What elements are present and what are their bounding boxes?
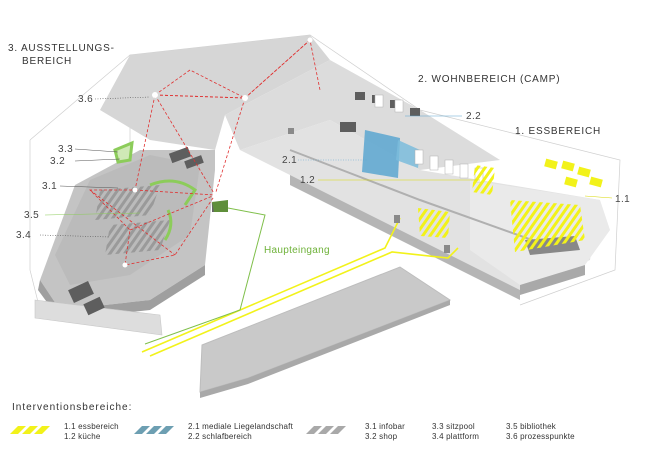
yellow-access-paths bbox=[141, 217, 459, 357]
legend-item-2-1: 2.1 mediale Liegelandschaft bbox=[188, 422, 294, 431]
entrance-markers bbox=[288, 128, 450, 253]
legend-item-3-6: 3.6 prozesspunkte bbox=[506, 432, 575, 441]
legend-item-3-1: 3.1 infobar bbox=[365, 422, 406, 431]
marker-2-1: 2.1 bbox=[282, 155, 298, 166]
legend-item-3-5: 3.5 bibliothek bbox=[506, 422, 556, 431]
marker-3-3: 3.3 bbox=[58, 144, 74, 155]
exhibition-wing-side bbox=[38, 265, 205, 320]
marker-2-2: 2.2 bbox=[466, 111, 482, 122]
green-intervention-zones bbox=[113, 140, 198, 241]
marker-3-5: 3.5 bbox=[24, 210, 40, 221]
legend-swatch-gray bbox=[306, 426, 346, 434]
legend-item-3-4: 3.4 plattform bbox=[432, 432, 480, 441]
leader-lines bbox=[39, 96, 613, 238]
legend-item-2-2: 2.2 schlafbereich bbox=[188, 432, 252, 441]
area-title-ausstellung-1: 3. AUSSTELLUNGS- bbox=[8, 43, 115, 54]
blue-intervention-zones bbox=[362, 94, 484, 183]
marker-3-2: 3.2 bbox=[50, 156, 66, 167]
yellow-intervention-zones bbox=[418, 158, 603, 252]
area-title-essbereich: 1. ESSBEREICH bbox=[515, 126, 601, 137]
legend-item-3-2: 3.2 shop bbox=[365, 432, 398, 441]
marker-3-6: 3.6 bbox=[78, 94, 94, 105]
legend-swatch-blue bbox=[134, 426, 174, 434]
process-point-markers bbox=[122, 37, 313, 268]
legend-item-1-1: 1.1 essbereich bbox=[64, 422, 119, 431]
legend-swatches bbox=[10, 426, 346, 434]
legend-title: Interventionsbereiche: bbox=[12, 402, 133, 413]
main-entrance-label: Haupteingang bbox=[264, 245, 330, 256]
exhibition-wing-upper-floor bbox=[55, 155, 200, 285]
legend-item-3-3: 3.3 sitzpool bbox=[432, 422, 475, 431]
legend-swatch-yellow bbox=[10, 426, 50, 434]
legend-item-1-2: 1.2 küche bbox=[64, 432, 101, 441]
living-wing-facade bbox=[290, 175, 520, 300]
parking-slab-edge bbox=[200, 300, 450, 398]
marker-3-4: 3.4 bbox=[16, 230, 32, 241]
parking-slab bbox=[199, 266, 452, 393]
marker-1-2: 1.2 bbox=[300, 175, 316, 186]
area-title-wohnbereich: 2. WOHNBEREICH (CAMP) bbox=[418, 74, 561, 85]
marker-3-1: 3.1 bbox=[42, 181, 58, 192]
exhibition-wing-lower-wall bbox=[34, 299, 163, 336]
marker-1-1: 1.1 bbox=[615, 194, 631, 205]
living-wing-roof bbox=[225, 60, 500, 170]
area-title-ausstellung-2: BEREICH bbox=[22, 56, 73, 67]
exhibition-wing-roof bbox=[100, 35, 330, 150]
dining-wing-wall bbox=[520, 265, 585, 295]
green-entrance-path bbox=[144, 200, 266, 345]
